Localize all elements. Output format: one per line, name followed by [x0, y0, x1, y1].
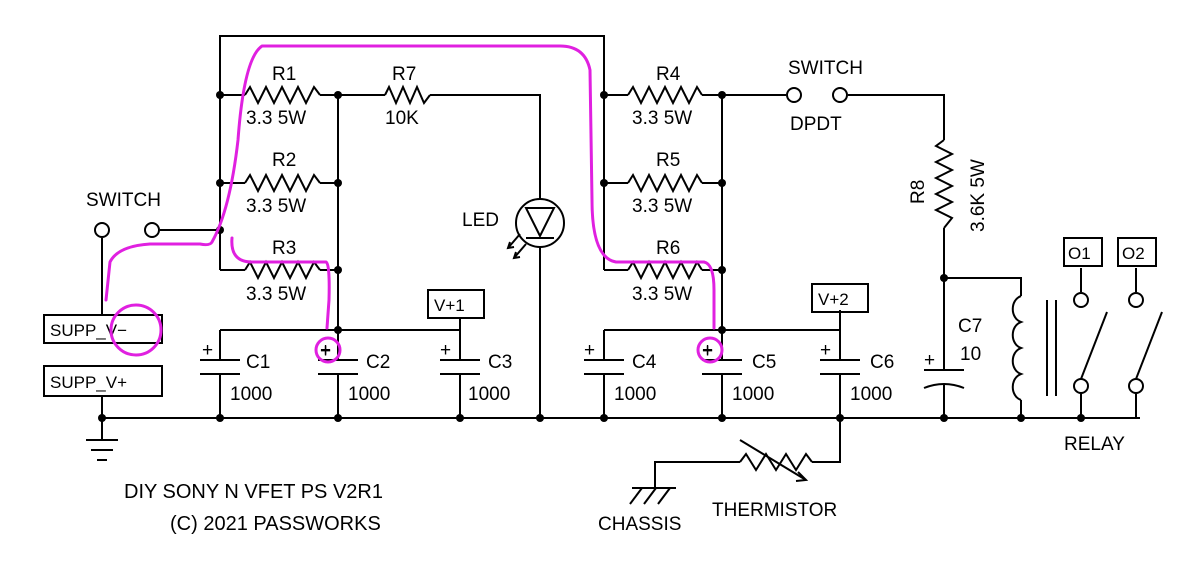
r4-value: 3.3 5W — [632, 108, 692, 129]
r3-value: 3.3 5W — [246, 284, 306, 305]
resistor-r8: R8 3.6K 5W — [908, 139, 989, 232]
r7-value: 10K — [385, 108, 419, 129]
r7-ref: R7 — [392, 64, 416, 85]
capacitor-c3: + C3 1000 — [440, 340, 512, 405]
resistor-r6: R6 3.3 5W — [627, 238, 703, 305]
net-o2-text: O2 — [1122, 244, 1145, 263]
relay-label: RELAY — [1064, 434, 1125, 455]
chassis-ground-icon: CHASSIS — [598, 487, 681, 535]
thermistor: THERMISTOR — [712, 439, 837, 521]
c2-value: 1000 — [348, 384, 390, 405]
led: LED — [462, 198, 565, 260]
c7-plus: + — [924, 350, 935, 371]
r8-value: 3.6K 5W — [968, 159, 989, 232]
c3-value: 1000 — [468, 384, 510, 405]
capacitor-c7: + C7 10 — [923, 316, 982, 389]
r1-ref: R1 — [272, 64, 296, 85]
c4-value: 1000 — [614, 384, 656, 405]
c1-value: 1000 — [230, 384, 272, 405]
title-line-1: DIY SONY N VFET PS V2R1 — [124, 481, 383, 503]
switch-dpdt: SWITCH DPDT — [786, 58, 863, 135]
resistor-r2: R2 3.3 5W — [244, 150, 321, 217]
net-supp-vm-text: SUPP_V− — [50, 321, 127, 340]
c2-plus: + — [320, 340, 331, 361]
r1-value: 3.3 5W — [246, 108, 306, 129]
switch-left: SWITCH — [86, 190, 161, 238]
r2-value: 3.3 5W — [246, 196, 306, 217]
led-label: LED — [462, 210, 499, 231]
junctions — [98, 91, 1085, 422]
net-supp-vp: SUPP_V+ — [43, 365, 163, 397]
r5-ref: R5 — [656, 150, 680, 171]
r5-value: 3.3 5W — [632, 196, 692, 217]
net-vp1-text: V+1 — [434, 296, 465, 315]
net-vp1: V+1 — [427, 289, 485, 319]
c1-plus: + — [202, 340, 213, 361]
c4-plus: + — [584, 340, 595, 361]
c7-value: 10 — [960, 344, 981, 365]
c1-ref: C1 — [246, 352, 270, 373]
c2-plus-marker: + — [320, 341, 331, 362]
magenta-annotations: + + — [104, 44, 724, 364]
r4-ref: R4 — [656, 64, 681, 85]
capacitor-c6: + C6 1000 — [820, 340, 894, 405]
switch-dpdt-label: SWITCH — [788, 58, 863, 79]
resistor-r1: R1 3.3 5W — [244, 64, 321, 129]
c7-ref: C7 — [958, 316, 982, 337]
c3-plus: + — [440, 340, 451, 361]
thermistor-label: THERMISTOR — [712, 500, 837, 521]
net-supp-vm: SUPP_V− — [43, 314, 163, 344]
resistor-r3: R3 3.3 5W — [244, 238, 321, 305]
c3-ref: C3 — [488, 352, 512, 373]
c4-ref: C4 — [632, 352, 657, 373]
c5-plus: + — [702, 340, 713, 361]
r2-ref: R2 — [272, 150, 296, 171]
chassis-label: CHASSIS — [598, 514, 681, 535]
switch-dpdt-type: DPDT — [790, 114, 842, 135]
resistor-r5: R5 3.3 5W — [627, 150, 703, 217]
c6-ref: C6 — [870, 352, 894, 373]
title-block: DIY SONY N VFET PS V2R1 (C) 2021 PASSWOR… — [124, 481, 383, 535]
net-o1: O1 — [1063, 237, 1103, 267]
c5-ref: C5 — [752, 352, 776, 373]
net-supp-vp-text: SUPP_V+ — [50, 373, 127, 392]
capacitor-c2: + C2 1000 — [318, 340, 390, 405]
c6-value: 1000 — [850, 384, 892, 405]
title-line-2: (C) 2021 PASSWORKS — [170, 513, 381, 535]
switch-left-label: SWITCH — [86, 190, 161, 211]
c5-value: 1000 — [732, 384, 774, 405]
net-vp2: V+2 — [811, 283, 869, 313]
r8-ref: R8 — [908, 180, 929, 204]
r6-ref: R6 — [656, 238, 680, 259]
resistor-r7: R7 10K — [384, 64, 431, 129]
net-o2: O2 — [1117, 237, 1157, 267]
r3-ref: R3 — [272, 238, 296, 259]
net-o1-text: O1 — [1068, 244, 1091, 263]
capacitor-c5: + C5 1000 — [702, 340, 776, 405]
resistor-r4: R4 3.3 5W — [627, 64, 703, 129]
r6-value: 3.3 5W — [632, 284, 692, 305]
ground-icon — [86, 439, 118, 461]
capacitor-c1: + C1 1000 — [200, 340, 272, 405]
relay: RELAY — [1011, 292, 1163, 455]
net-vp2-text: V+2 — [818, 290, 849, 309]
c2-ref: C2 — [366, 352, 390, 373]
c5-plus-marker: + — [702, 341, 713, 362]
capacitor-c4: + C4 1000 — [584, 340, 657, 405]
c6-plus: + — [820, 340, 831, 361]
